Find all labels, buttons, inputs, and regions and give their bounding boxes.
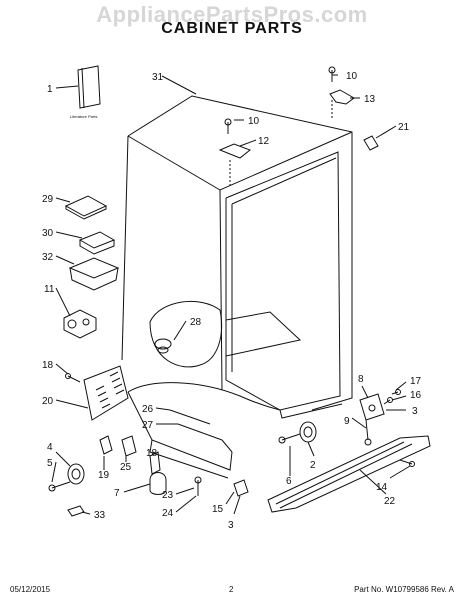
callout-22: 22 <box>384 496 396 507</box>
callout-11: 11 <box>44 284 55 295</box>
callout-4: 4 <box>47 442 53 453</box>
callout-32: 32 <box>42 252 54 263</box>
callout-30: 30 <box>42 228 54 239</box>
callout-labels: 1 31 10 13 10 12 21 29 30 32 11 28 18 20… <box>42 71 422 531</box>
callout-18-lower: 18 <box>146 448 158 459</box>
callout-13: 13 <box>364 94 376 105</box>
callout-26: 26 <box>142 404 154 415</box>
callout-24: 24 <box>162 508 174 519</box>
callout-3-lower: 3 <box>228 520 234 531</box>
callout-3-right: 3 <box>412 406 418 417</box>
literature-label: Literature Parts <box>70 114 97 119</box>
watermark: AppliancePartsPros.com <box>96 2 368 27</box>
callout-25: 25 <box>120 462 132 473</box>
callout-5: 5 <box>47 458 53 469</box>
callout-28: 28 <box>190 317 202 328</box>
callout-1: 1 <box>47 84 53 95</box>
footer-page: 2 <box>229 585 234 594</box>
callout-7: 7 <box>114 488 120 499</box>
callout-17: 17 <box>410 376 422 387</box>
callout-14: 14 <box>376 482 388 493</box>
callout-23: 23 <box>162 490 174 501</box>
footer-part-number: Part No. W10799586 Rev. A <box>354 585 454 594</box>
callout-15: 15 <box>212 504 224 515</box>
callout-9: 9 <box>344 416 350 427</box>
callout-10-mid: 10 <box>248 116 260 127</box>
callout-8: 8 <box>358 374 364 385</box>
callout-27: 27 <box>142 420 154 431</box>
callout-19: 19 <box>98 470 110 481</box>
callout-29: 29 <box>42 194 54 205</box>
footer-date: 05/12/2015 <box>10 585 51 594</box>
callout-21: 21 <box>398 122 410 133</box>
callout-31: 31 <box>152 72 164 83</box>
callout-33: 33 <box>94 510 106 521</box>
callout-16: 16 <box>410 390 422 401</box>
callout-12: 12 <box>258 136 270 147</box>
callout-18-left: 18 <box>42 360 54 371</box>
callout-6: 6 <box>286 476 292 487</box>
callout-10-top: 10 <box>346 71 358 82</box>
callout-2: 2 <box>310 460 316 471</box>
callout-20: 20 <box>42 396 54 407</box>
page-title: CABINET PARTS <box>161 20 303 37</box>
